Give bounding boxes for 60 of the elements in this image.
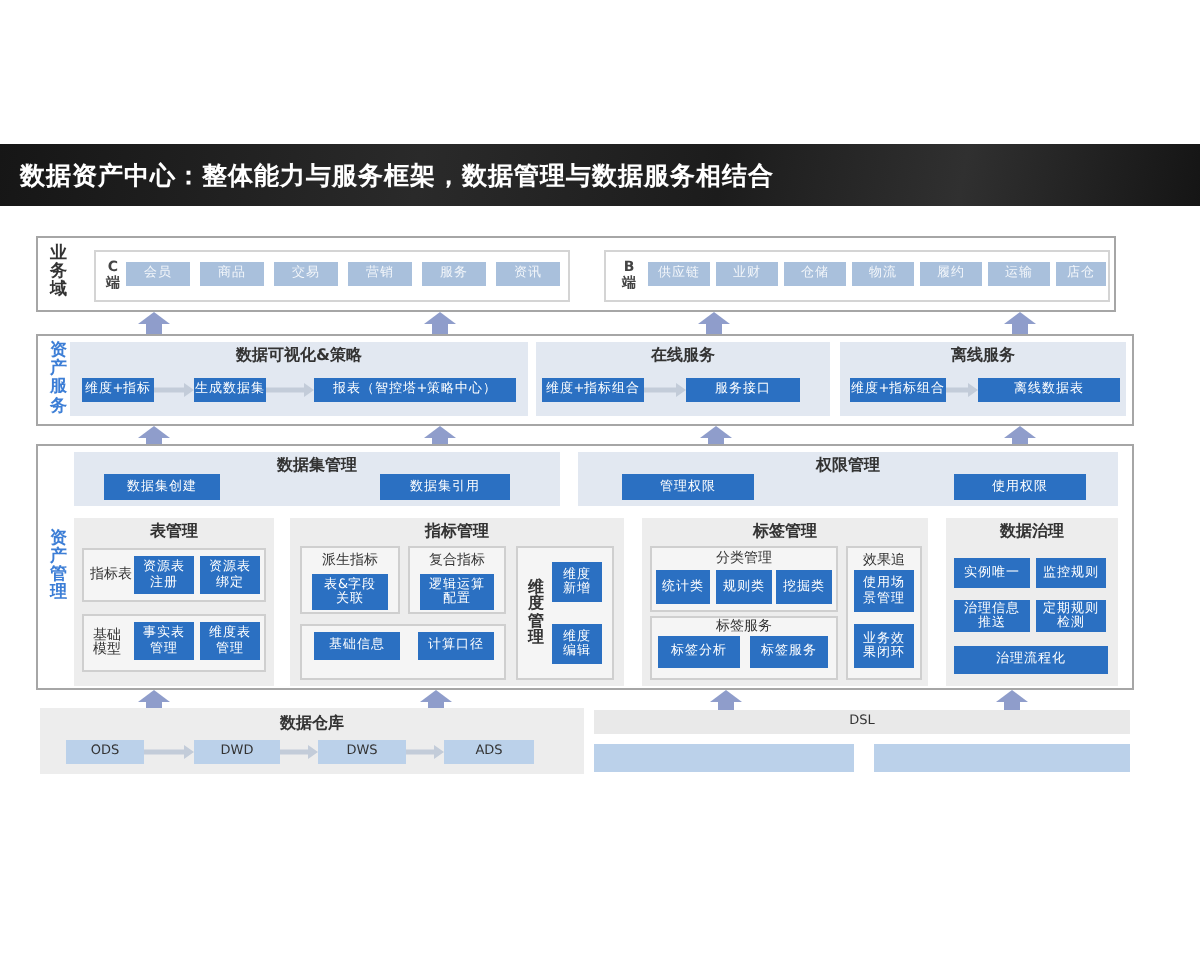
group-box [516,546,614,680]
arrow [700,426,732,444]
layer-label: 资产服务 [50,343,67,417]
group-box [300,546,400,614]
section-panel [40,708,584,774]
layer-label: 资产管理 [50,530,67,604]
arrow [266,383,314,397]
panel-title: 维度管理 [528,578,544,648]
arrow [710,690,742,710]
panel-title: 指标管理 [425,524,489,542]
group-box [846,546,922,680]
arrow [1004,426,1036,444]
arrow [138,690,170,708]
panel-title: 数据仓库 [280,716,344,734]
panel-title: 离线服务 [951,348,1015,366]
section-panel [74,518,274,686]
section-panel [642,518,928,686]
arrow [644,383,686,397]
section-panel [536,342,830,416]
arrow [1004,312,1036,334]
arrow [996,690,1028,710]
arrow [698,312,730,334]
title: 数据资产中心：整体能力与服务框架，数据管理与数据服务相结合 [20,161,774,189]
panel-title: 表管理 [150,524,198,542]
group-box [82,614,266,672]
panel-title: 数据集管理 [277,458,357,476]
arrow [280,745,318,759]
arrow [138,426,170,444]
layer-panel [36,334,1134,426]
group-box [408,546,506,614]
section-panel [70,342,528,416]
arrow [424,312,456,334]
group-box [82,548,266,602]
panel-title: 标签管理 [753,524,817,542]
group-box [650,616,838,680]
layer-box [594,744,854,772]
panel-title: 在线服务 [651,348,715,366]
layer-label: 业务域 [50,246,67,302]
domain-group [604,250,1110,302]
section-panel [290,518,624,686]
group-box [300,624,506,680]
layer-box [874,744,1130,772]
arrow [144,745,194,759]
arrow [154,383,194,397]
section-panel [74,452,560,506]
layer-panel [36,444,1134,690]
arrow [138,312,170,334]
arrow [406,745,444,759]
layer-panel [36,236,1116,312]
arrow [420,690,452,708]
arrow [946,383,978,397]
domain-group [94,250,570,302]
group-box [650,546,838,612]
section-panel [946,518,1118,686]
arrow [424,426,456,444]
section-panel [840,342,1126,416]
section-panel [578,452,1118,506]
panel-title: 权限管理 [816,458,880,476]
panel-title: 数据可视化&策略 [236,348,362,366]
panel-title: 数据治理 [1000,524,1064,542]
